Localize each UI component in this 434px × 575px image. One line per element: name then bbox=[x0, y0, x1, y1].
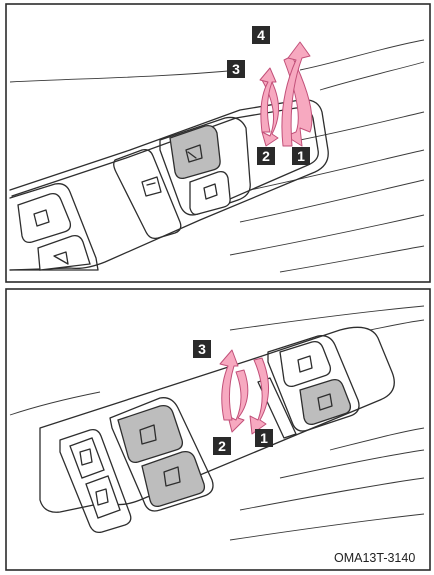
svg-text:1: 1 bbox=[260, 430, 268, 446]
svg-text:2: 2 bbox=[218, 438, 226, 454]
top-label-2: 2 bbox=[257, 147, 275, 165]
bottom-panel: 3 2 1 OMA13T-3140 bbox=[6, 289, 430, 570]
bottom-panel-frame bbox=[6, 289, 430, 570]
svg-text:1: 1 bbox=[297, 148, 305, 164]
figure-code: OMA13T-3140 bbox=[334, 551, 415, 565]
bottom-label-2: 2 bbox=[213, 437, 231, 455]
top-label-1: 1 bbox=[292, 147, 310, 165]
top-label-3: 3 bbox=[227, 60, 245, 78]
svg-text:3: 3 bbox=[232, 61, 240, 77]
top-panel: 4 3 2 1 bbox=[6, 4, 430, 282]
svg-text:2: 2 bbox=[262, 148, 270, 164]
svg-text:3: 3 bbox=[198, 341, 206, 357]
bottom-label-3: 3 bbox=[193, 340, 211, 358]
bottom-label-1: 1 bbox=[255, 429, 273, 447]
top-label-4: 4 bbox=[252, 26, 270, 44]
svg-text:4: 4 bbox=[257, 27, 265, 43]
